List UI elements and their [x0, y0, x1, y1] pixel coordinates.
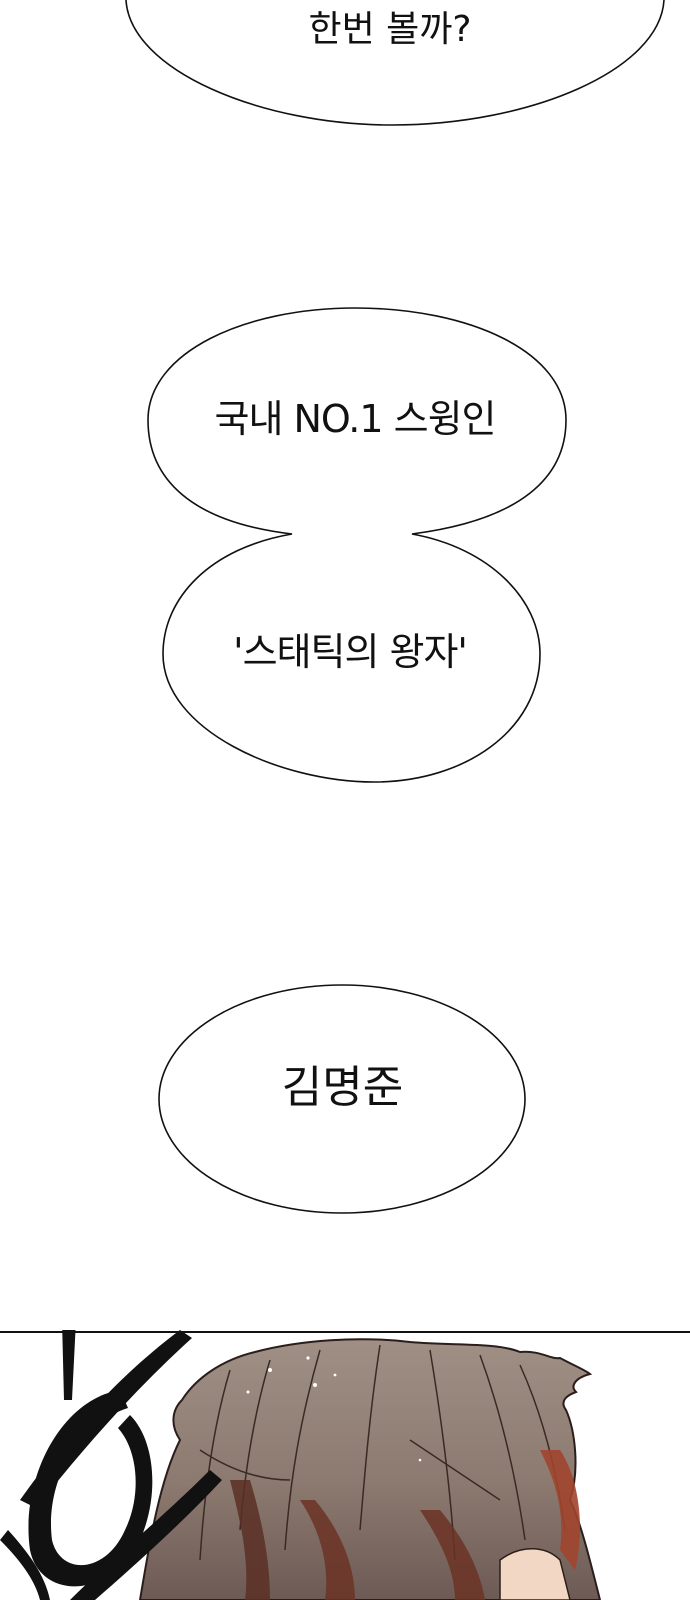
bubble-text-intro-line-2: '스태틱의 왕자' [233, 630, 468, 674]
bubble-text-name: 김명준 [281, 1062, 404, 1113]
speech-bubble-intro [147, 307, 567, 783]
speech-bubble-name [158, 984, 526, 1214]
character-illustration [0, 1330, 690, 1600]
speech-bubbles [125, 0, 665, 1214]
character-forehead [499, 1548, 571, 1600]
hair-shadow [420, 1510, 485, 1600]
hair-shadow [300, 1500, 355, 1600]
hair-shadow [540, 1450, 580, 1570]
hair-shadow [230, 1480, 270, 1600]
character-panel [0, 1330, 690, 1600]
bubble-text-intro-line-1: 국내 NO.1 스윙인 [214, 397, 496, 441]
motion-strokes [0, 1330, 222, 1600]
speech-bubble-question [125, 0, 665, 126]
bubble-text-question: 한번 볼까? [308, 9, 472, 50]
hair-highlights [246, 1356, 422, 1462]
